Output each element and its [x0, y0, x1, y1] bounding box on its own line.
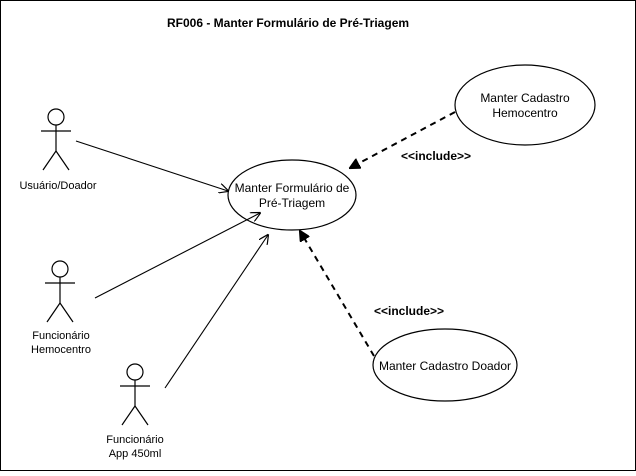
- association-funcionario-hemocentro: [94, 213, 260, 299]
- actor-funcionario-hemocentro: Funcionário Hemocentro: [31, 260, 91, 356]
- actor-label-line-1: Funcionário: [32, 330, 89, 342]
- use-case-label-line-1: Manter Formulário de: [235, 181, 350, 195]
- association-usuario: [75, 140, 228, 191]
- include-arrow-hemocentro: [350, 111, 456, 168]
- actor-label-line-2: App 450ml: [109, 448, 162, 460]
- actor-funcionario-app: Funcionário App 450ml: [106, 363, 164, 460]
- use-case-manter-cadastro-doador: Manter Cadastro Doador: [372, 328, 518, 402]
- actor-label: Usuário/Doador: [19, 180, 96, 192]
- actor-usuario-doador: Usuário/Doador: [19, 108, 97, 192]
- stick-figure-icon: [45, 260, 75, 323]
- diagram-title: RF006 - Manter Formulário de Pré-Triagem: [167, 16, 409, 30]
- association-funcionario-app: [164, 235, 268, 389]
- use-case-manter-cadastro-hemocentro: Manter Cadastro Hemocentro: [454, 64, 596, 146]
- include-label-doador: <<include>>: [374, 304, 444, 318]
- use-case-label-line-2: Hemocentro: [492, 106, 558, 120]
- stick-figure-icon: [41, 108, 71, 171]
- actor-label-line-2: Hemocentro: [31, 344, 91, 356]
- use-case-label-line-2: Pré-Triagem: [259, 196, 325, 210]
- actor-label-line-1: Funcionário: [106, 434, 163, 446]
- use-case-label-line-1: Manter Cadastro: [480, 91, 570, 105]
- include-label-hemocentro: <<include>>: [401, 149, 471, 163]
- use-case-label: Manter Cadastro Doador: [379, 359, 511, 373]
- include-arrow-doador: [300, 231, 375, 357]
- stick-figure-icon: [120, 363, 150, 426]
